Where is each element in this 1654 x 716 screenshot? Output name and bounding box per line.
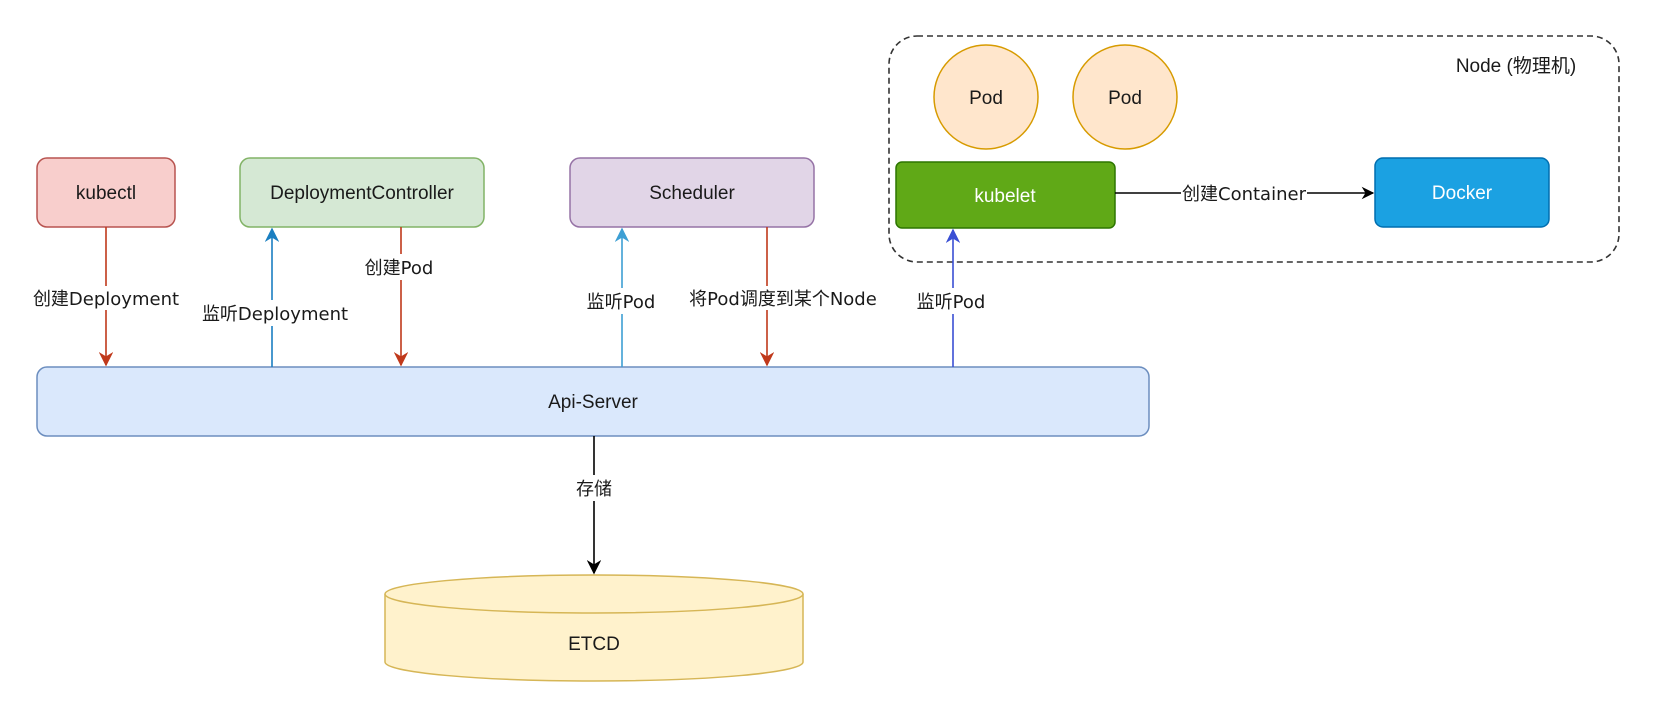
etcd-body <box>384 594 804 682</box>
edge-create-pod-label-bg <box>357 254 445 280</box>
edge-create-pod-label: 创建Pod <box>365 258 434 279</box>
edge-schedule-pod-label: 将Pod调度到某个Node <box>689 289 877 310</box>
api-server-shape <box>36 366 1150 437</box>
docker-shape <box>1374 157 1550 228</box>
api-server-label: Api-Server <box>548 392 638 413</box>
node-group-label: Node (物理机) <box>1456 55 1576 77</box>
edge-create-deployment-label-bg <box>34 286 180 310</box>
edge-create-container: 创建Container <box>1115 182 1375 206</box>
edge-scheduler-watch-pod: 监听Pod <box>578 227 666 367</box>
pod-2-shape <box>1072 44 1178 150</box>
api-server-box[interactable]: Api-Server <box>36 366 1150 437</box>
etcd-top <box>384 574 804 614</box>
edge-kubelet-watch-pod-label-bg <box>908 288 996 314</box>
edge-watch-deployment-label: 监听Deployment <box>202 304 348 325</box>
edge-scheduler-watch-pod-label-bg <box>578 288 666 314</box>
node-group: Node (物理机) <box>888 35 1620 263</box>
kubelet-shape <box>895 161 1116 229</box>
docker-label: Docker <box>1432 183 1493 204</box>
edge-store-label: 存储 <box>576 479 612 500</box>
deployment-controller-box[interactable]: DeploymentController <box>239 157 485 228</box>
deployment-controller-shape <box>239 157 485 228</box>
scheduler-label: Scheduler <box>649 183 735 204</box>
pod-1[interactable]: Pod <box>933 44 1039 150</box>
edge-schedule-pod-label-bg <box>683 286 883 310</box>
edge-watch-deployment-label-bg <box>196 300 354 326</box>
edge-scheduler-watch-pod-label: 监听Pod <box>587 292 656 313</box>
pod-2-label: Pod <box>1108 88 1142 109</box>
edge-schedule-pod: 将Pod调度到某个Node <box>683 227 883 367</box>
deployment-controller-label: DeploymentController <box>270 183 454 204</box>
etcd-cylinder[interactable]: ETCD <box>384 574 804 682</box>
kubectl-box[interactable]: kubectl <box>36 157 176 228</box>
edge-store: 存储 <box>568 436 620 575</box>
edge-create-container-label-bg <box>1181 182 1307 206</box>
pod-1-label: Pod <box>969 88 1003 109</box>
edge-store-label-bg <box>568 475 620 501</box>
edge-create-container-label: 创建Container <box>1182 184 1307 205</box>
scheduler-shape <box>569 157 815 228</box>
kubectl-label: kubectl <box>76 183 136 204</box>
pod-1-shape <box>933 44 1039 150</box>
edge-create-deployment: 创建Deployment <box>33 227 180 367</box>
edge-kubelet-watch-pod-label: 监听Pod <box>917 292 986 313</box>
pod-2[interactable]: Pod <box>1072 44 1178 150</box>
edge-create-deployment-label: 创建Deployment <box>33 289 179 310</box>
edge-kubelet-watch-pod: 监听Pod <box>908 228 996 367</box>
kubelet-box[interactable]: kubelet <box>895 161 1116 229</box>
scheduler-box[interactable]: Scheduler <box>569 157 815 228</box>
edge-create-pod: 创建Pod <box>357 227 445 367</box>
node-group-border <box>888 35 1620 263</box>
docker-box[interactable]: Docker <box>1374 157 1550 228</box>
edge-watch-deployment: 监听Deployment <box>196 227 354 367</box>
etcd-label: ETCD <box>568 634 620 655</box>
kubelet-label: kubelet <box>974 186 1036 207</box>
